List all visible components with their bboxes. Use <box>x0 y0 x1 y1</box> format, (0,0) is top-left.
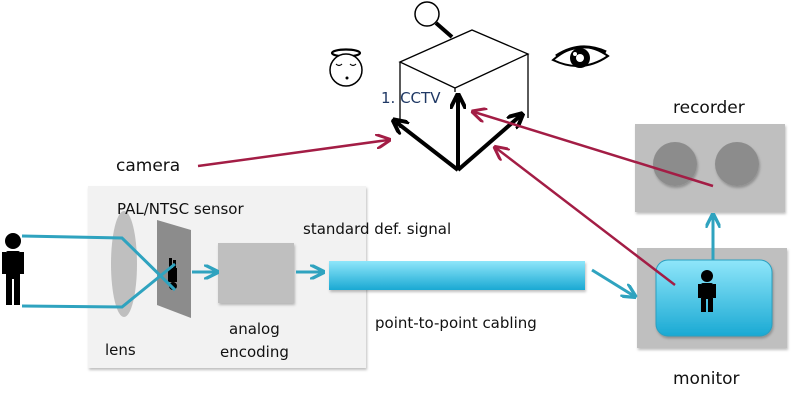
magnifier-icon <box>414 1 454 39</box>
encoding-label-line1: analog <box>229 320 280 338</box>
analog-encoding-block <box>218 243 294 303</box>
cabling-label: point-to-point cabling <box>375 314 537 332</box>
cable-to-monitor-arrow <box>591 268 634 296</box>
camera-label: camera <box>116 156 180 176</box>
light-ray-top <box>21 234 177 292</box>
person-icon <box>698 270 716 312</box>
encoding-label-line2: encoding <box>220 343 289 361</box>
lens-shape <box>111 211 137 317</box>
point-to-point-cable <box>329 261 585 290</box>
title-label: 1. CCTV <box>381 89 441 107</box>
person-icon <box>2 233 24 305</box>
recorder-label: recorder <box>673 98 745 118</box>
signal-label: standard def. signal <box>303 220 451 238</box>
axes-arrows <box>396 98 520 172</box>
cube-icon <box>398 29 530 128</box>
light-ray-bottom <box>21 262 176 309</box>
sensor-label: PAL/NTSC sensor <box>117 200 244 218</box>
recorder-reel-left <box>653 142 697 186</box>
recorder-pointer-arrow <box>474 112 714 188</box>
monitor-pointer-arrow <box>496 148 676 286</box>
monitor-label: monitor <box>673 369 740 389</box>
camera-pointer-arrow <box>197 140 388 168</box>
lens-label: lens <box>105 341 136 359</box>
eye-icon <box>551 45 610 68</box>
recorder-reel-right <box>715 142 759 186</box>
angel-face-icon <box>329 48 363 87</box>
